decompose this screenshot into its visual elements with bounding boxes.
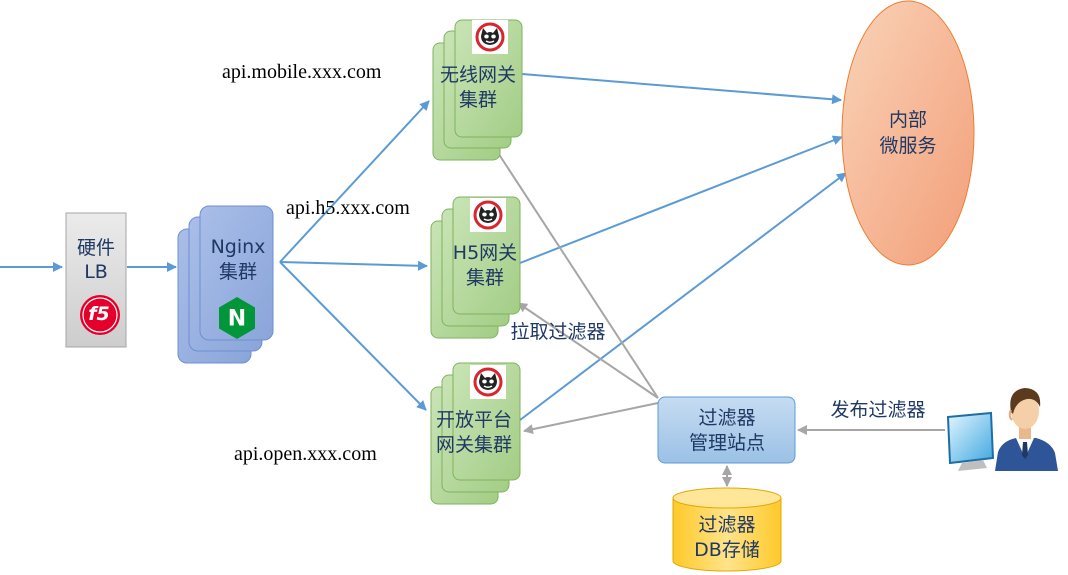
f5-logo-icon: f5 [80, 295, 120, 335]
microservices-ellipse [841, 0, 975, 266]
publish-filters-label: 发布过滤器 [830, 399, 925, 421]
nginx-cluster-node: Nginx 集群 N [177, 205, 274, 364]
open-gateway-label-line1: 开放平台 [436, 409, 512, 431]
hardware-lb-node: 硬件 LB f5 [65, 212, 127, 348]
nginx-logo-text: N [228, 307, 246, 332]
f5-logo-text: f5 [88, 303, 110, 325]
nginx-logo-icon: N [219, 297, 255, 339]
filter-admin-label-line1: 过滤器 [698, 407, 755, 429]
user-at-computer-icon [946, 388, 1058, 471]
h5-gateway-domain: api.h5.xxx.com [286, 197, 410, 219]
pull-filters-open-arrow [523, 402, 659, 435]
microservices-label-line2: 微服务 [879, 135, 936, 157]
filter-db-cylinder-top [672, 487, 782, 509]
wireless-gateway-label-line1: 无线网关 [440, 64, 516, 86]
open-gateway-domain: api.open.xxx.com [234, 443, 377, 465]
gateway-logo-icon [470, 198, 506, 232]
pull-filters-label: 拉取过滤器 [510, 321, 605, 343]
filter-admin-box [657, 396, 796, 464]
hardware-lb-label-line1: 硬件 [77, 237, 115, 259]
hardware-lb-label-line2: LB [84, 261, 108, 283]
nginx-to-wireless-gateway-arrow [279, 100, 430, 263]
filter-admin-node: 过滤器 管理站点 [657, 396, 796, 464]
filter-db-node: 过滤器 DB存储 [672, 487, 782, 572]
gateway-logo-icon [472, 20, 508, 54]
h5-gateway-label-line2: 集群 [466, 267, 504, 289]
gateway-cluster-h5: H5网关 集群 [430, 196, 521, 339]
wireless-gateway-label-line2: 集群 [459, 89, 497, 111]
filter-db-cylinder [672, 497, 782, 572]
nginx-label-line1: Nginx [211, 236, 266, 258]
wireless-gateway-domain: api.mobile.xxx.com [222, 61, 382, 83]
wireless-gateway-to-microservices-arrow [521, 73, 842, 105]
gateway-cluster-open: 开放平台 网关集群 [430, 362, 521, 505]
pull-filters-h5-arrow [517, 302, 659, 399]
nginx-to-h5-gateway-arrow [279, 260, 428, 271]
nginx-card-front [199, 205, 274, 341]
gateway-logo-icon [470, 365, 506, 399]
pull-filters-wireless-arrow [488, 138, 659, 399]
microservices-node: 内部 微服务 [841, 0, 975, 266]
filter-db-label-line2: DB存储 [694, 539, 760, 561]
open-gateway-to-microservices-arrow [519, 172, 847, 421]
filter-db-label-line1: 过滤器 [698, 514, 755, 536]
microservices-label-line1: 内部 [889, 109, 927, 131]
filter-admin-label-line2: 管理站点 [689, 432, 765, 454]
gateway-cluster-wireless: 无线网关 集群 [432, 19, 523, 161]
h5-gateway-to-microservices-arrow [519, 135, 843, 264]
nginx-label-line2: 集群 [219, 261, 257, 283]
nginx-to-open-gateway-arrow [279, 261, 427, 411]
open-gateway-label-line2: 网关集群 [436, 434, 512, 456]
h5-gateway-label-line1: H5网关 [453, 242, 517, 264]
